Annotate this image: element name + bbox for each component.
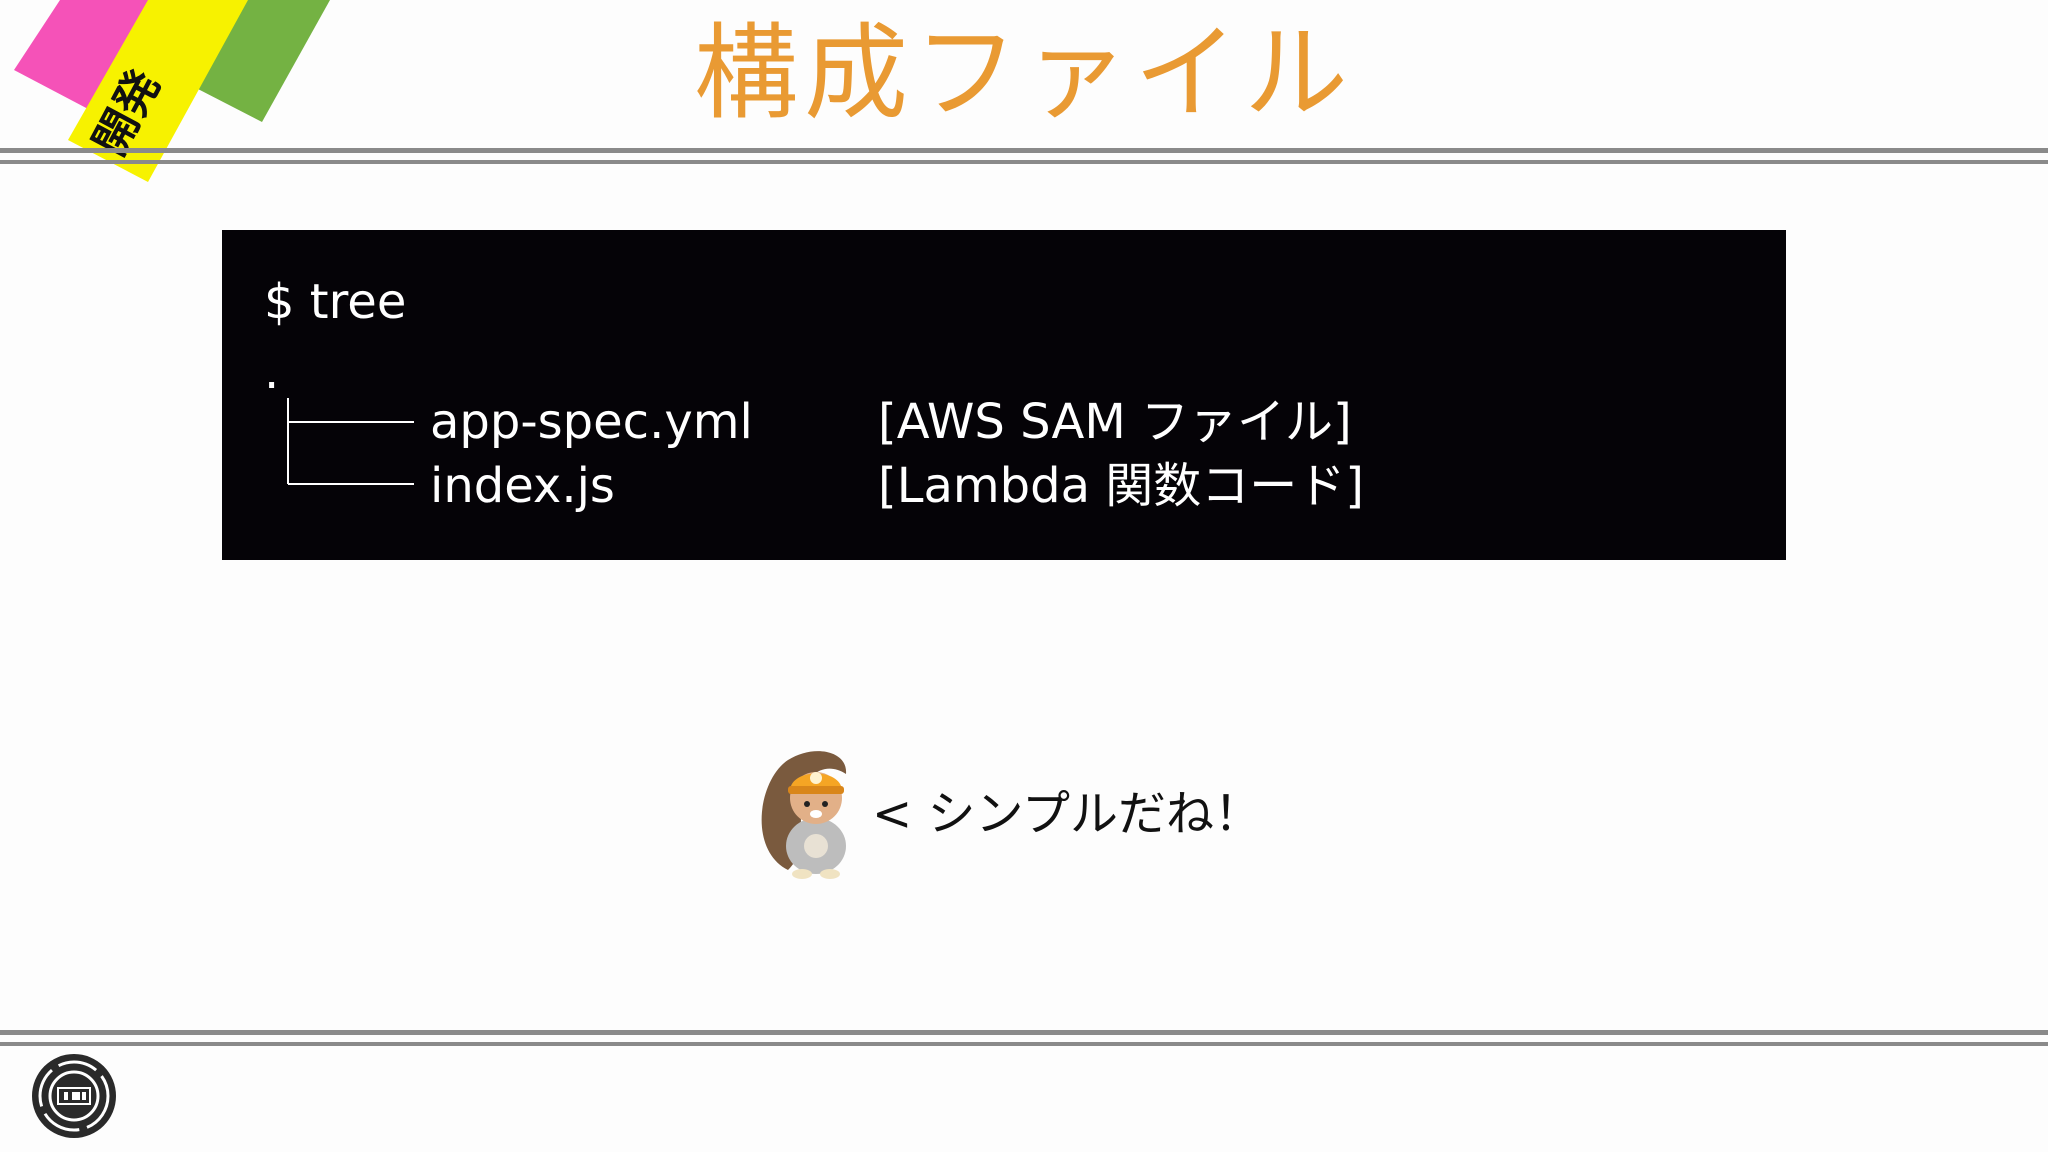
page-title: 構成ファイル: [693, 12, 1354, 134]
circular-logo-icon: [32, 1054, 116, 1138]
tree-entry-name: index.js: [430, 458, 615, 514]
corner-tags: 開発: [14, 0, 330, 182]
tree-entry-note: [Lambda 関数コード]: [878, 458, 1364, 514]
bottom-divider-thin: [0, 1042, 2048, 1046]
squirrel-lambda-mascot-icon: [761, 751, 847, 879]
top-divider-thin: [0, 160, 2048, 164]
tree-branch-lines: [287, 398, 414, 485]
mascot-caption: < シンプルだね！: [872, 786, 1263, 842]
bottom-divider: [0, 1030, 2048, 1035]
top-divider: [0, 148, 2048, 153]
tree-root: .: [264, 344, 280, 400]
terminal-panel: [222, 230, 1786, 560]
tree-entry-note: [AWS SAM ファイル]: [878, 394, 1352, 450]
tree-entry-name: app-spec.yml: [430, 394, 753, 450]
terminal-command: $ tree: [264, 274, 407, 330]
